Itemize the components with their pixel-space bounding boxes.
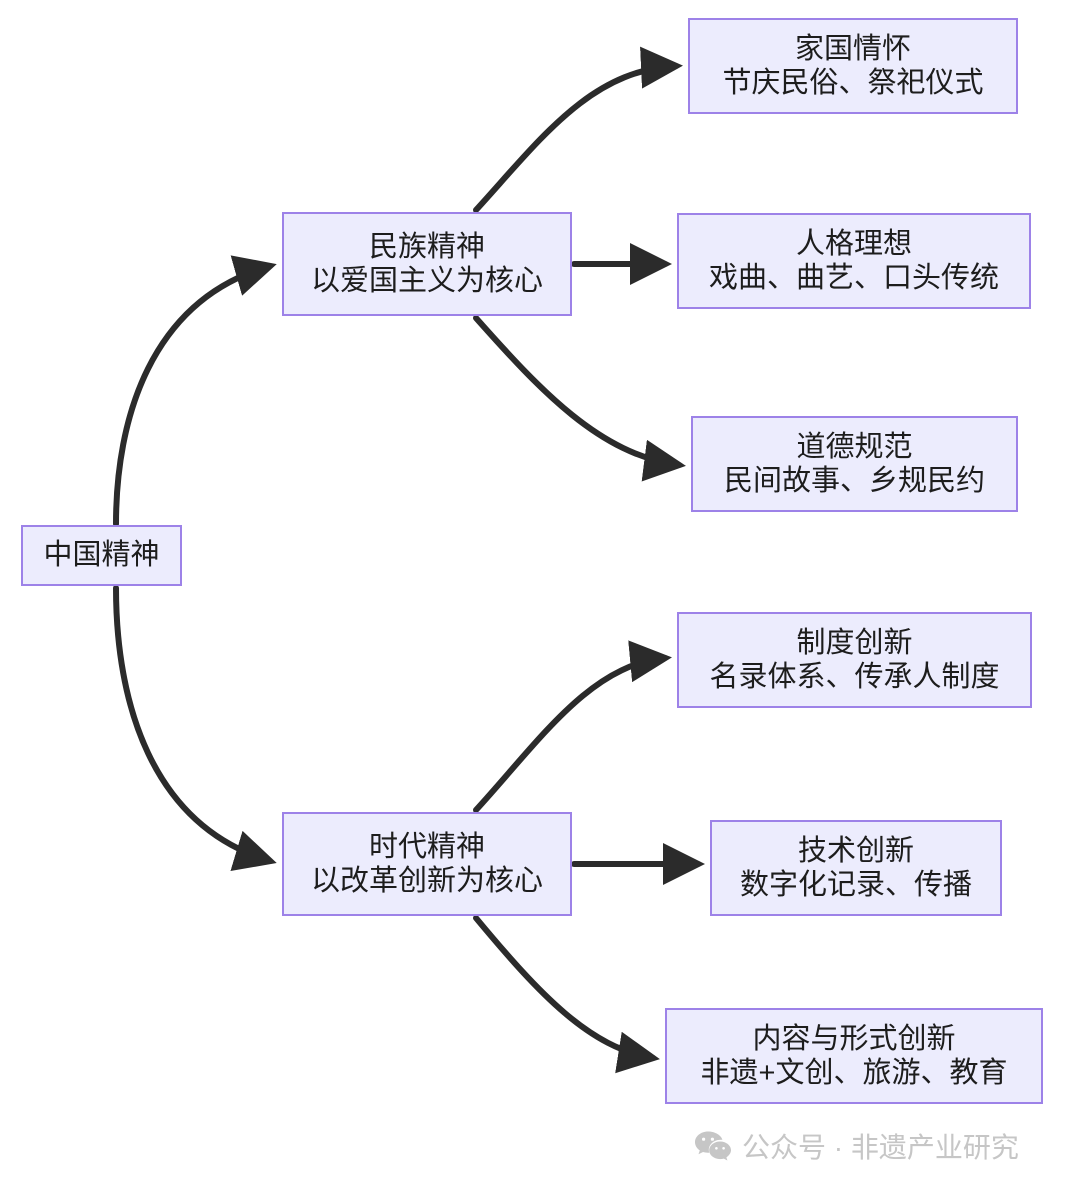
node-root[interactable]: 中国精神: [21, 525, 182, 586]
edge-shidai-to-neirong: [473, 915, 660, 1074]
node-jiaguo[interactable]: 家国情怀 节庆民俗、祭祀仪式: [688, 18, 1018, 114]
node-zhidu[interactable]: 制度创新 名录体系、传承人制度: [677, 612, 1032, 708]
node-renge[interactable]: 人格理想 戏曲、曲艺、口头传统: [677, 213, 1031, 309]
node-daode-subtitle: 民间故事、乡规民约: [723, 465, 985, 497]
node-shidai-title: 时代精神: [368, 830, 485, 863]
node-jiaguo-title: 家国情怀: [794, 32, 911, 65]
node-daode[interactable]: 道德规范 民间故事、乡规民约: [691, 416, 1018, 512]
node-shidai[interactable]: 时代精神 以改革创新为核心: [282, 812, 572, 916]
node-jishu-title: 技术创新: [797, 834, 914, 867]
node-shidai-subtitle: 以改革创新为核心: [310, 865, 543, 897]
edge-minzu-to-jiaguo: [473, 46, 683, 213]
node-zhidu-subtitle: 名录体系、传承人制度: [709, 661, 1000, 693]
node-jiaguo-subtitle: 节庆民俗、祭祀仪式: [722, 67, 984, 99]
edge-root-to-minzu: [113, 255, 277, 527]
node-daode-title: 道德规范: [796, 430, 913, 463]
node-minzu-title: 民族精神: [368, 230, 485, 263]
node-neirong[interactable]: 内容与形式创新 非遗+文创、旅游、教育: [665, 1008, 1043, 1104]
node-renge-subtitle: 戏曲、曲艺、口头传统: [708, 262, 999, 294]
node-root-label: 中国精神: [43, 539, 160, 572]
node-minzu[interactable]: 民族精神 以爱国主义为核心: [282, 212, 572, 316]
node-minzu-subtitle: 以爱国主义为核心: [310, 265, 543, 297]
node-jishu-subtitle: 数字化记录、传播: [739, 869, 972, 901]
node-zhidu-title: 制度创新: [796, 626, 913, 659]
node-jishu[interactable]: 技术创新 数字化记录、传播: [710, 820, 1002, 916]
edge-shidai-to-zhidu: [473, 640, 672, 813]
edge-minzu-to-daode: [473, 315, 686, 482]
watermark: 公众号 · 非遗产业研究: [694, 1126, 1019, 1166]
edge-root-to-shidai: [113, 585, 277, 872]
node-neirong-subtitle: 非遗+文创、旅游、教育: [700, 1057, 1008, 1089]
wechat-icon: [694, 1130, 732, 1162]
node-renge-title: 人格理想: [795, 227, 912, 260]
watermark-text: 公众号 · 非遗产业研究: [742, 1132, 1019, 1163]
node-neirong-title: 内容与形式创新: [752, 1022, 956, 1055]
